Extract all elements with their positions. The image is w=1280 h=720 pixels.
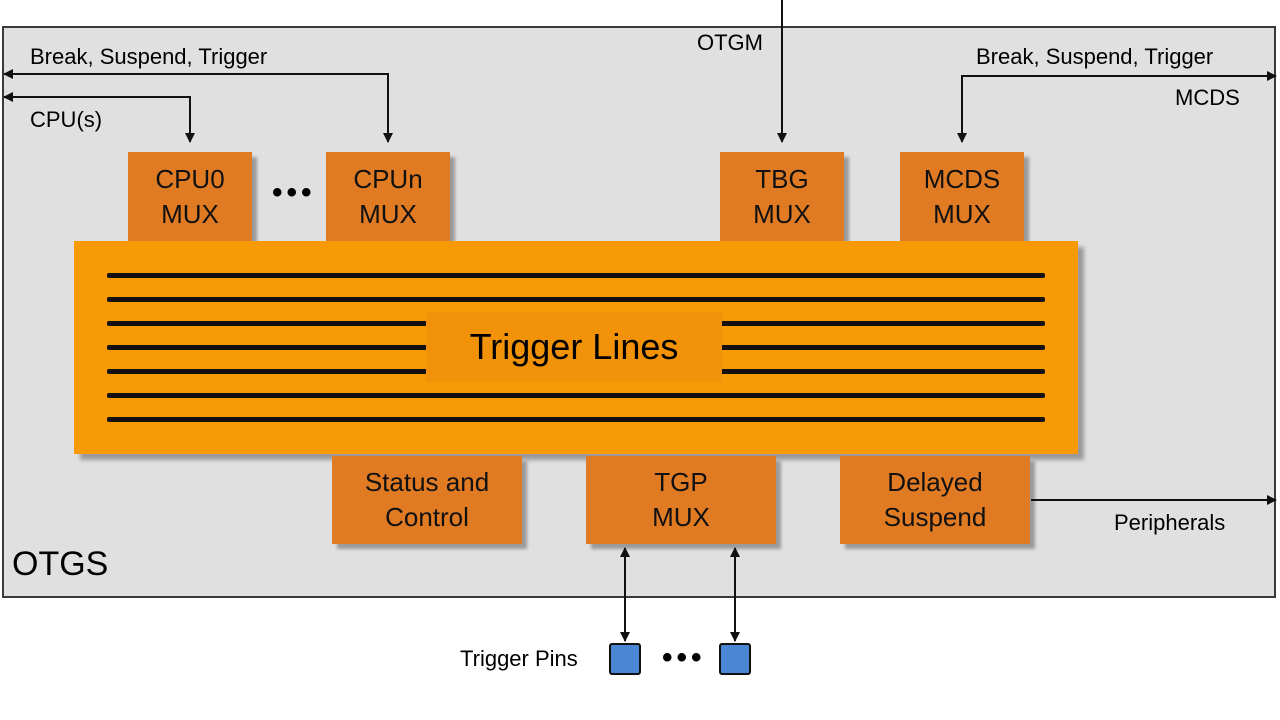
cpu0-mux-line2: MUX xyxy=(161,199,219,229)
label-otgm: OTGM xyxy=(697,30,763,55)
delayed-suspend-block: Delayed Suspend xyxy=(840,456,1030,544)
cpu-ellipsis: ••• xyxy=(272,176,316,209)
cpun-mux-block: CPUn MUX xyxy=(326,152,450,242)
status-control-line1: Status and xyxy=(364,467,490,497)
trigger-line-1 xyxy=(107,273,1045,278)
delayed-suspend-line1: Delayed xyxy=(887,467,983,497)
label-break-suspend-trigger-left: Break, Suspend, Trigger xyxy=(30,44,268,69)
tbg-mux-block: TBG MUX xyxy=(720,152,844,242)
cpu0-mux-line1: CPU0 xyxy=(155,164,225,194)
label-peripherals: Peripherals xyxy=(1114,510,1226,535)
tbg-mux-line2: MUX xyxy=(753,199,811,229)
cpun-mux-line2: MUX xyxy=(359,199,417,229)
otgs-label: OTGS xyxy=(12,545,109,583)
trigger-pin-first xyxy=(609,643,641,675)
arrow-break-right-to-mcds xyxy=(957,71,1277,143)
trigger-line-2 xyxy=(107,297,1045,302)
arrow-cpus-to-cpu0 xyxy=(3,92,195,143)
tgp-mux-line1: TGP xyxy=(654,467,708,497)
trigger-lines-title: Trigger Lines xyxy=(426,312,722,382)
label-trigger-pins: Trigger Pins xyxy=(460,646,578,671)
cpu0-mux-block: CPU0 MUX xyxy=(128,152,252,242)
status-control-line2: Control xyxy=(385,502,469,532)
tbg-mux-line1: TBG xyxy=(755,164,809,194)
mcds-mux-line1: MCDS xyxy=(923,164,1001,194)
tgp-mux-line2: MUX xyxy=(652,502,710,532)
trigger-line-6 xyxy=(107,393,1045,398)
tgp-mux-block: TGP MUX xyxy=(586,456,776,544)
pin-ellipsis: ••• xyxy=(662,641,706,674)
delayed-suspend-line2: Suspend xyxy=(883,502,987,532)
arrow-break-left-to-cpun xyxy=(3,69,393,143)
trigger-pin-last xyxy=(719,643,751,675)
trigger-line-7 xyxy=(107,417,1045,422)
mcds-mux-block: MCDS MUX xyxy=(900,152,1024,242)
mcds-mux-line2: MUX xyxy=(933,199,991,229)
label-break-suspend-trigger-right: Break, Suspend, Trigger xyxy=(976,44,1214,69)
status-control-block: Status and Control xyxy=(332,456,522,544)
cpun-mux-line1: CPUn xyxy=(353,164,423,194)
trigger-lines-bus: Trigger Lines xyxy=(74,241,1078,454)
